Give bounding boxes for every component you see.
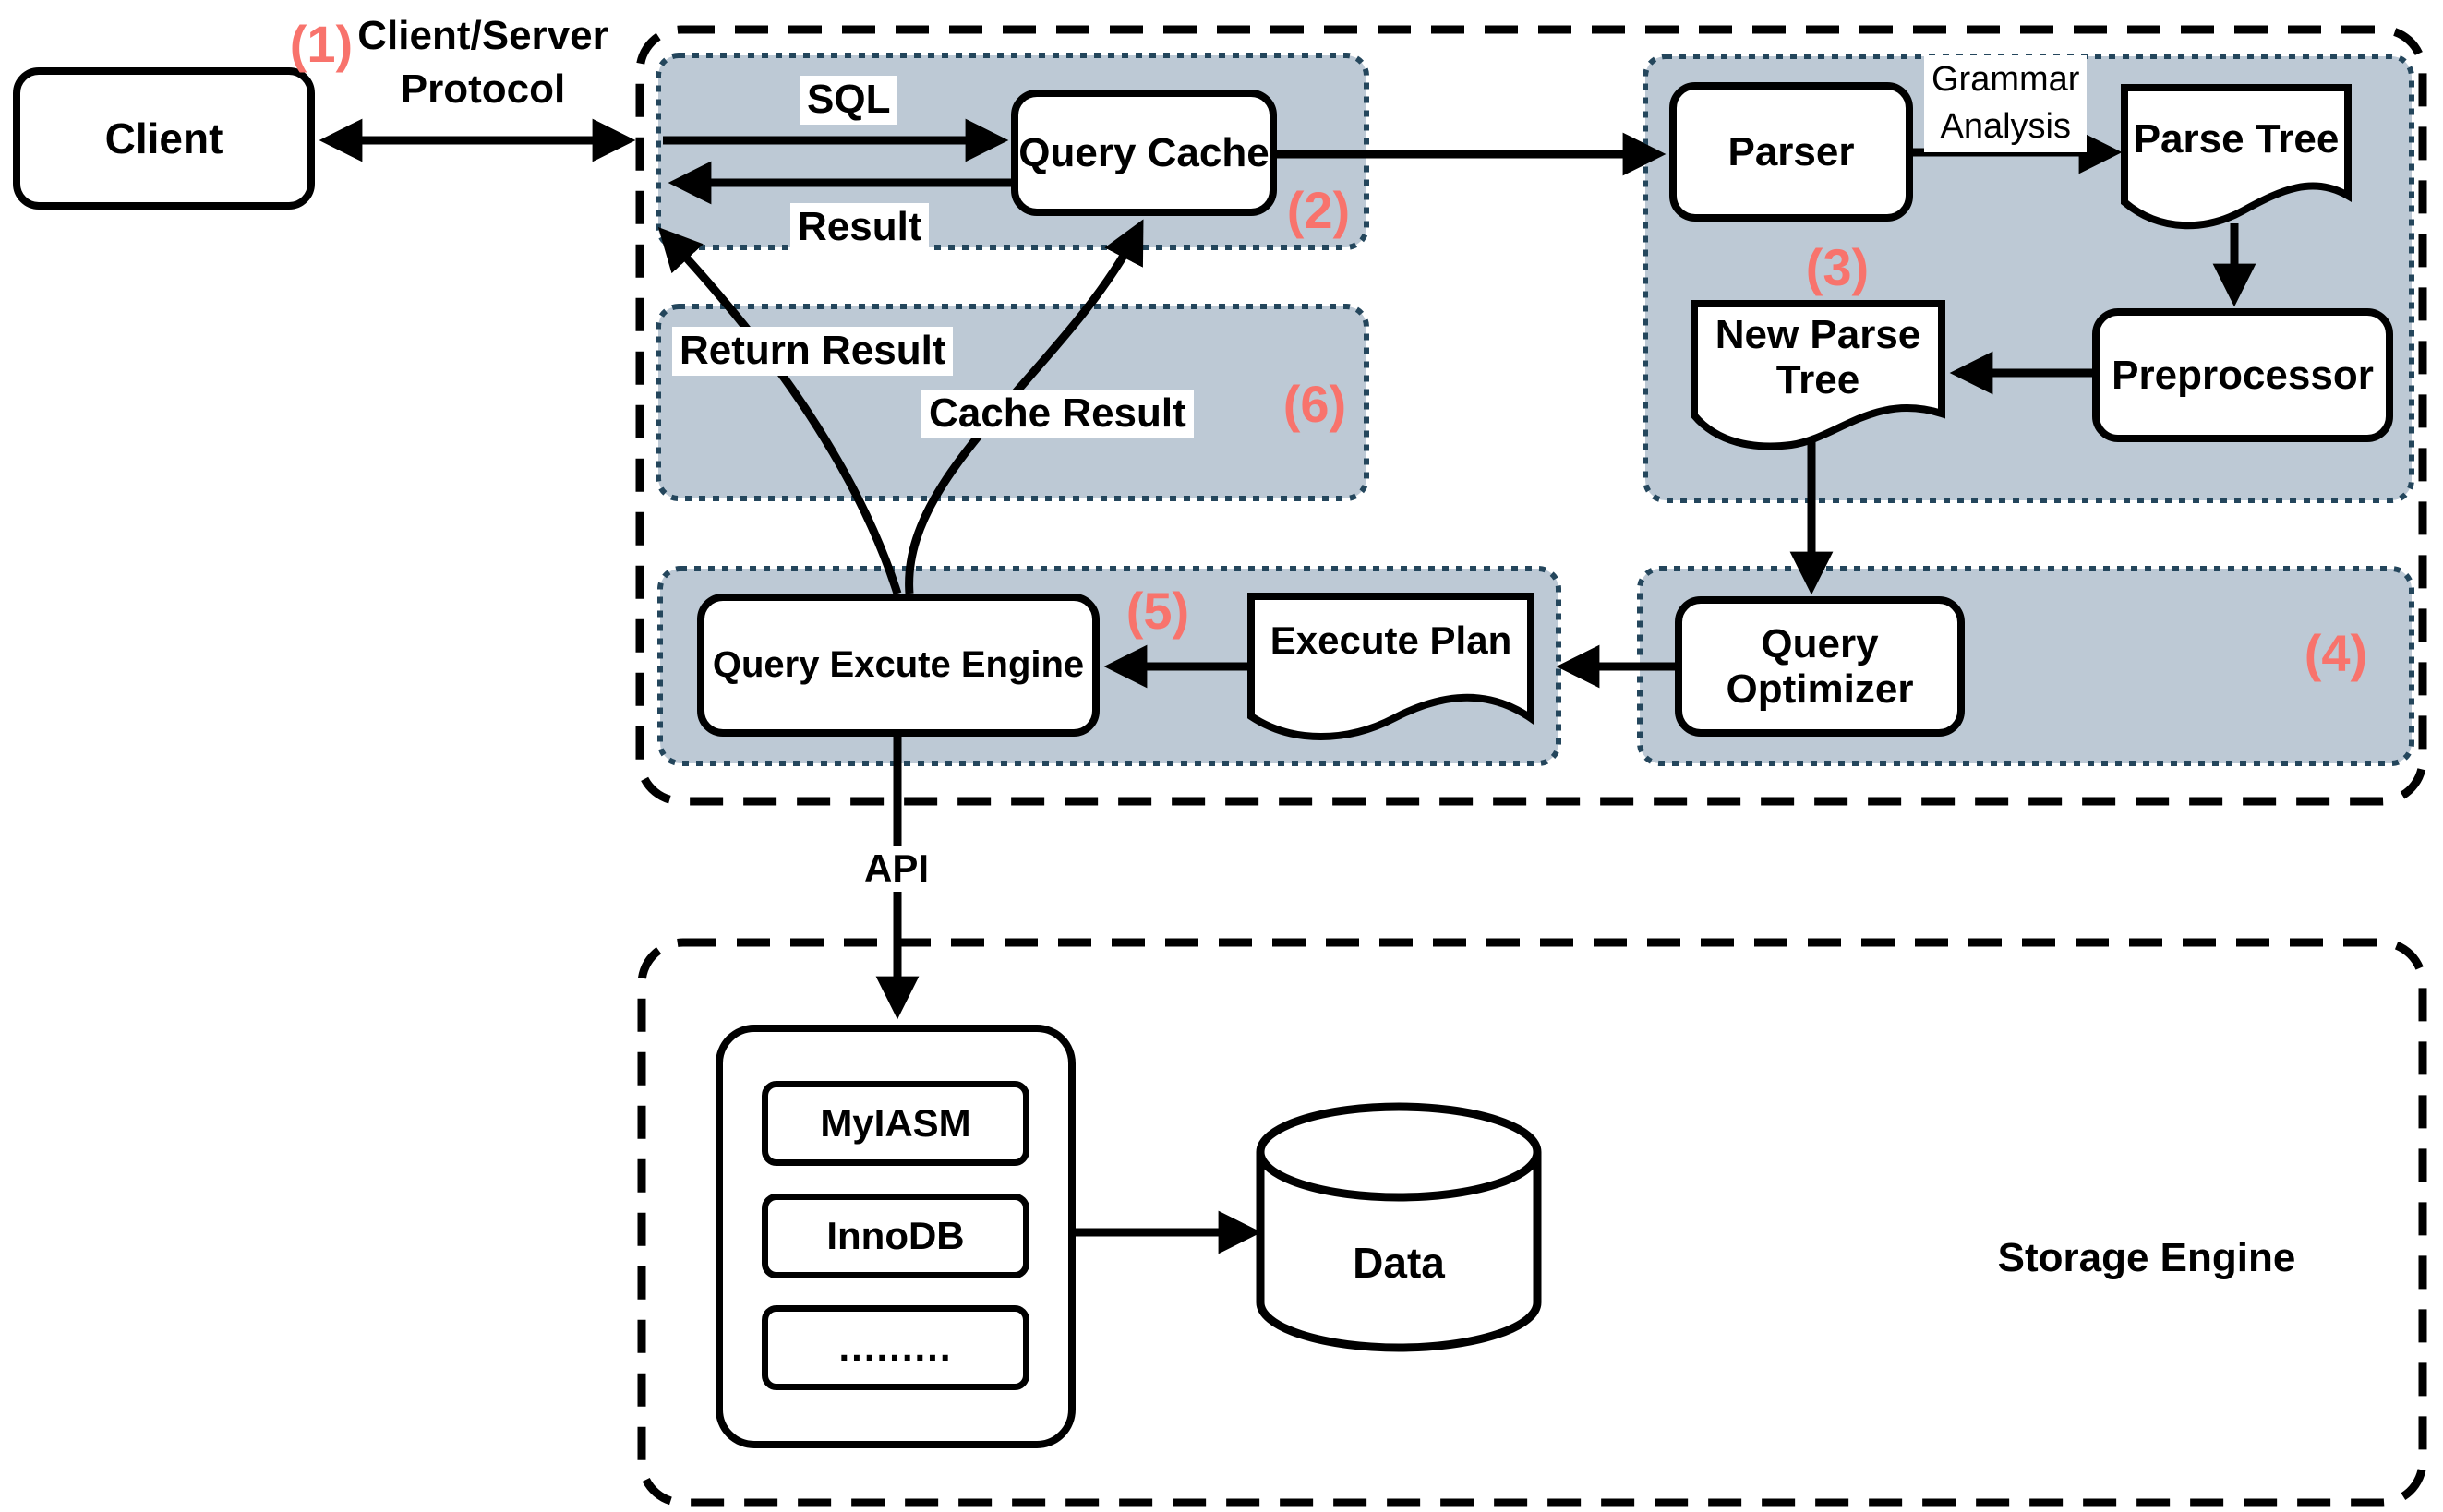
api-edge-label: API [857,846,937,893]
client-server-protocol-label: Client/Server Protocol [357,13,608,113]
parser-node: Parser [1669,82,1913,222]
result-edge-label: Result [790,203,930,252]
step-5-badge: (5) [1125,582,1190,640]
client-node: Client [13,67,315,210]
engine-innodb: InnoDB [762,1194,1029,1278]
arrow-return-result-curve [657,226,902,595]
engine-myiasm: MyIASM [762,1081,1029,1166]
storage-engine-title: Storage Engine [1997,1235,2296,1280]
cache-result-edge-label: Cache Result [921,390,1194,438]
step-6-badge: (6) [1282,375,1347,433]
query-optimizer-node: Query Optimizer [1675,596,1965,737]
sql-edge-label: SQL [800,76,898,125]
step-4-badge: (4) [2304,624,2368,682]
step-3-badge: (3) [1805,238,1870,296]
grammar-analysis-edge-label: Grammar Analysis [1924,55,2088,152]
step-1-badge: (1) [289,15,354,73]
data-cylinder-label: Data [1353,1239,1445,1287]
execute-plan-label: Execute Plan [1270,618,1512,662]
query-cache-node: Query Cache [1011,90,1277,216]
parse-tree-shape [2121,84,2352,230]
return-result-edge-label: Return Result [672,327,954,376]
query-execute-engine-node: Query Excute Engine [697,594,1100,737]
storage-engine-boundary [637,938,2427,1507]
engine-others: ......... [762,1305,1029,1390]
data-cylinder-body [1256,1152,1542,1352]
server-boundary [635,25,2427,806]
new-parse-tree-shape [1691,300,1945,450]
data-cylinder-top [1256,1102,1542,1202]
execute-plan-shape [1247,593,1534,740]
preprocessor-node: Preprocessor [2092,308,2393,442]
step-2-badge: (2) [1286,181,1351,239]
parse-tree-label: Parse Tree [2133,116,2340,162]
new-parse-tree-label: New Parse Tree [1715,311,1921,402]
